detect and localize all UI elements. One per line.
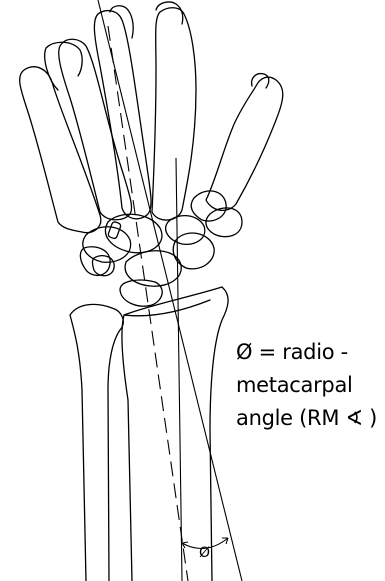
- fifth-finger-bone: [20, 67, 101, 233]
- third-finger-bone: [94, 11, 151, 219]
- caption-line-1: Ø = radio -: [236, 336, 385, 369]
- caption-line-3: angle (RM ∢ ): [236, 402, 385, 435]
- second-finger-bone: [152, 8, 196, 220]
- angle-label: Ø: [199, 545, 210, 561]
- fourth-finger-tip: [45, 42, 82, 90]
- carpal-bone: [206, 208, 242, 237]
- thumb-bone: [206, 77, 283, 210]
- caption-line-2: metacarpal: [236, 369, 385, 402]
- carpal-notch: [108, 221, 122, 239]
- ulna-bone: [70, 304, 123, 581]
- second-finger-tip: [156, 2, 183, 24]
- angle-caption: Ø = radio - metacarpal angle (RM ∢ ): [236, 336, 385, 435]
- radius-axis-line: [108, 26, 188, 581]
- radius-bone: [122, 287, 228, 581]
- carpal-bone: [173, 233, 214, 269]
- pisiform-bone: [93, 256, 115, 276]
- third-finger-tip: [110, 6, 133, 38]
